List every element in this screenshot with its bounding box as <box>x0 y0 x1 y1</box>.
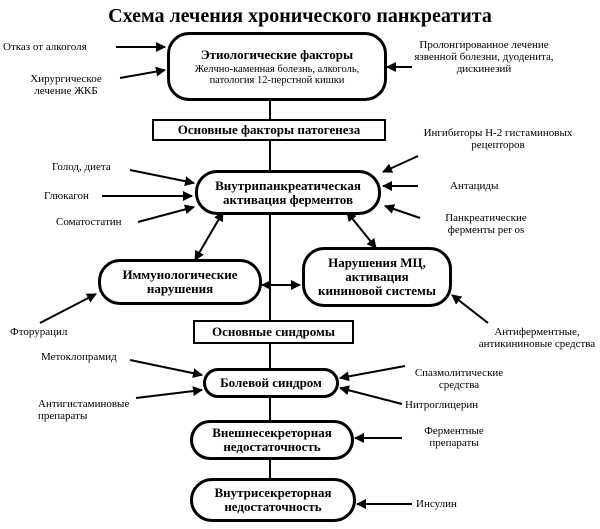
label-fluorouracil: Фторурацил <box>10 326 68 338</box>
node-activation-label: Внутрипанкреатическая активация ферменто… <box>215 177 361 207</box>
label-alcohol-refusal: Отказ от алкоголя <box>3 41 87 53</box>
label-metoclopramide: Метоклопрамид <box>41 351 117 363</box>
label-nitroglycerin: Нитроглицерин <box>405 399 479 411</box>
node-syndromes: Основные синдромы <box>193 320 354 344</box>
arrow-surgery <box>119 66 166 79</box>
node-pain: Болевой синдром <box>203 368 339 398</box>
label-prolonged: Пролонгированное лечение язвенной болезн… <box>414 39 554 75</box>
node-etiology-title: Этиологические факторы <box>200 46 354 62</box>
node-pain-label: Болевой синдром <box>220 375 322 390</box>
node-immune: Иммунологические нарушения <box>98 259 262 305</box>
node-etiology: Этиологические факторы Желчно-каменная б… <box>167 32 387 101</box>
arrow-hunger <box>129 169 195 187</box>
label-glucagon: Глюкагон <box>44 190 89 202</box>
arrow-somatostatin <box>137 204 195 223</box>
arrow-antienzyme <box>451 294 489 324</box>
node-endocrine: Внутрисекреторная недостаточность <box>190 478 356 522</box>
label-antacids: Антациды <box>450 180 499 192</box>
label-surgery: Хирургическое лечение ЖКБ <box>30 73 102 97</box>
label-enzyme-preparations: Ферментные препараты <box>424 425 484 449</box>
arrow-spasmolytic <box>339 365 406 382</box>
arrow-pancreatic-enzymes <box>384 204 421 219</box>
node-exocrine: Внешнесекреторная недостаточность <box>190 420 354 460</box>
label-pancreatic-enzymes: Панкреатические ферменты per os <box>445 212 527 236</box>
node-activation: Внутрипанкреатическая активация ферменто… <box>195 170 381 215</box>
label-antienzyme: Антиферментные, антикининовые средства <box>478 326 596 350</box>
node-exocrine-label: Внешнесекреторная недостаточность <box>212 425 332 454</box>
node-mc-label: Нарушения МЦ, активация кининовой систем… <box>318 255 436 298</box>
label-insulin: Инсулин <box>416 498 457 510</box>
label-antihistamine: Антигистаминовые препараты <box>38 398 130 422</box>
label-spasmolytic: Спазмолитические средства <box>414 367 504 391</box>
diagram-title: Схема лечения хронического панкреатита <box>108 5 492 27</box>
node-syndromes-label: Основные синдромы <box>211 324 336 339</box>
node-immune-label: Иммунологические нарушения <box>122 267 238 296</box>
node-etiology-subtitle: Желчно-каменная болезнь, алкоголь, патол… <box>194 63 360 86</box>
arrow-activation-mc <box>346 211 377 249</box>
arrow-nitroglycerin <box>339 385 403 405</box>
arrow-metoclopramide <box>129 359 203 379</box>
arrow-antihistamine <box>135 386 203 399</box>
node-mc: Нарушения МЦ, активация кининовой систем… <box>302 247 452 307</box>
arrow-fluorouracil <box>39 293 97 324</box>
label-h2: Ингибиторы Н-2 гистаминовых рецепторов <box>423 127 573 151</box>
arrow-h2 <box>382 155 419 173</box>
label-hunger: Голод, диета <box>52 161 111 173</box>
node-endocrine-label: Внутрисекреторная недостаточность <box>214 485 332 514</box>
node-pathogenesis-label: Основные факторы патогенеза <box>177 122 361 137</box>
arrow-activation-immune <box>194 211 224 261</box>
label-somatostatin: Соматостатин <box>56 216 122 228</box>
node-pathogenesis: Основные факторы патогенеза <box>152 119 386 141</box>
